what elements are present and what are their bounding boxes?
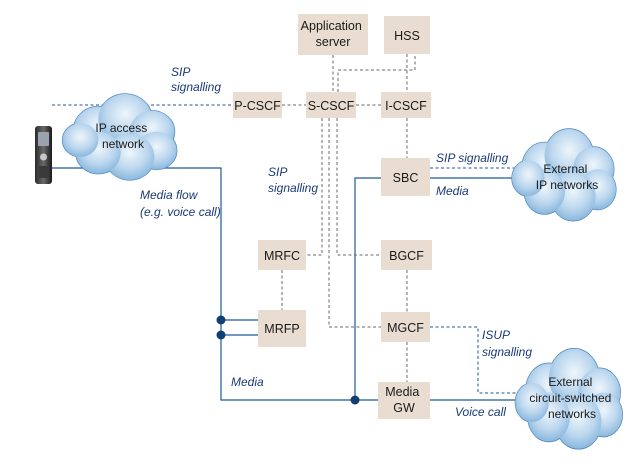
sip-signalling-label-top: SIP signalling xyxy=(171,65,221,94)
p-cscf-node: P-CSCF xyxy=(233,92,282,118)
svg-text:BGCF: BGCF xyxy=(389,249,424,263)
s-cscf-node: S-CSCF xyxy=(306,92,356,118)
mobile-phone-icon xyxy=(35,126,52,184)
svg-text:Media GW: Media GW xyxy=(385,385,423,415)
scscf-bgcf-link xyxy=(336,118,381,256)
svg-text:HSS: HSS xyxy=(394,29,420,43)
isup-signalling-line xyxy=(430,326,530,394)
svg-text:P-CSCF: P-CSCF xyxy=(234,99,281,113)
scscf-mrfc-link xyxy=(306,118,323,256)
media-gw-node: Media GW xyxy=(378,382,430,419)
cloud-label: IP access network xyxy=(95,121,150,151)
media-lines xyxy=(52,167,532,401)
svg-text:MRFP: MRFP xyxy=(264,322,299,336)
cloud-label: External IP networks xyxy=(536,162,598,192)
svg-text:I-CSCF: I-CSCF xyxy=(385,99,427,113)
sbc-media-line xyxy=(354,177,381,400)
voice-call-label: Voice call xyxy=(455,405,506,419)
mrfc-node: MRFC xyxy=(258,240,306,270)
i-cscf-node: I-CSCF xyxy=(381,92,431,118)
mgcf-node: MGCF xyxy=(381,312,430,342)
mrfp-node: MRFP xyxy=(258,310,306,347)
sip-signalling-label-right: SIP signalling xyxy=(436,151,509,165)
ip-access-network-cloud: IP access network xyxy=(61,93,178,181)
external-circuit-switched-cloud: External circuit-switched networks xyxy=(514,348,624,450)
control-lines xyxy=(281,54,416,382)
scscf-mgcf-link xyxy=(328,118,381,328)
svg-text:MRFC: MRFC xyxy=(264,249,300,263)
bgcf-node: BGCF xyxy=(381,240,432,270)
svg-text:S-CSCF: S-CSCF xyxy=(308,99,355,113)
svg-text:SBC: SBC xyxy=(393,171,419,185)
hss-node: HSS xyxy=(384,16,430,54)
svg-text:Application server: Application server xyxy=(301,19,366,49)
application-server-node: Application server xyxy=(298,14,368,55)
media-label-right: Media xyxy=(436,184,469,198)
cloud-label: External circuit-switched networks xyxy=(529,375,614,421)
sbc-node: SBC xyxy=(381,158,430,196)
hss-scscf-link xyxy=(337,54,416,92)
external-ip-networks-cloud: External IP networks xyxy=(511,128,617,222)
media-label-bottom: Media xyxy=(231,375,264,389)
svg-text:MGCF: MGCF xyxy=(387,321,424,335)
sip-signalling-label-mid: SIP signalling xyxy=(268,165,318,195)
junction-dot-lower xyxy=(216,330,226,340)
media-flow-label: Media flow (e.g. voice call) xyxy=(140,188,221,219)
junction-dot-upper xyxy=(216,315,226,325)
junction-dot-mediagw xyxy=(350,395,360,405)
isup-signalling-label: ISUP signalling xyxy=(482,328,532,359)
